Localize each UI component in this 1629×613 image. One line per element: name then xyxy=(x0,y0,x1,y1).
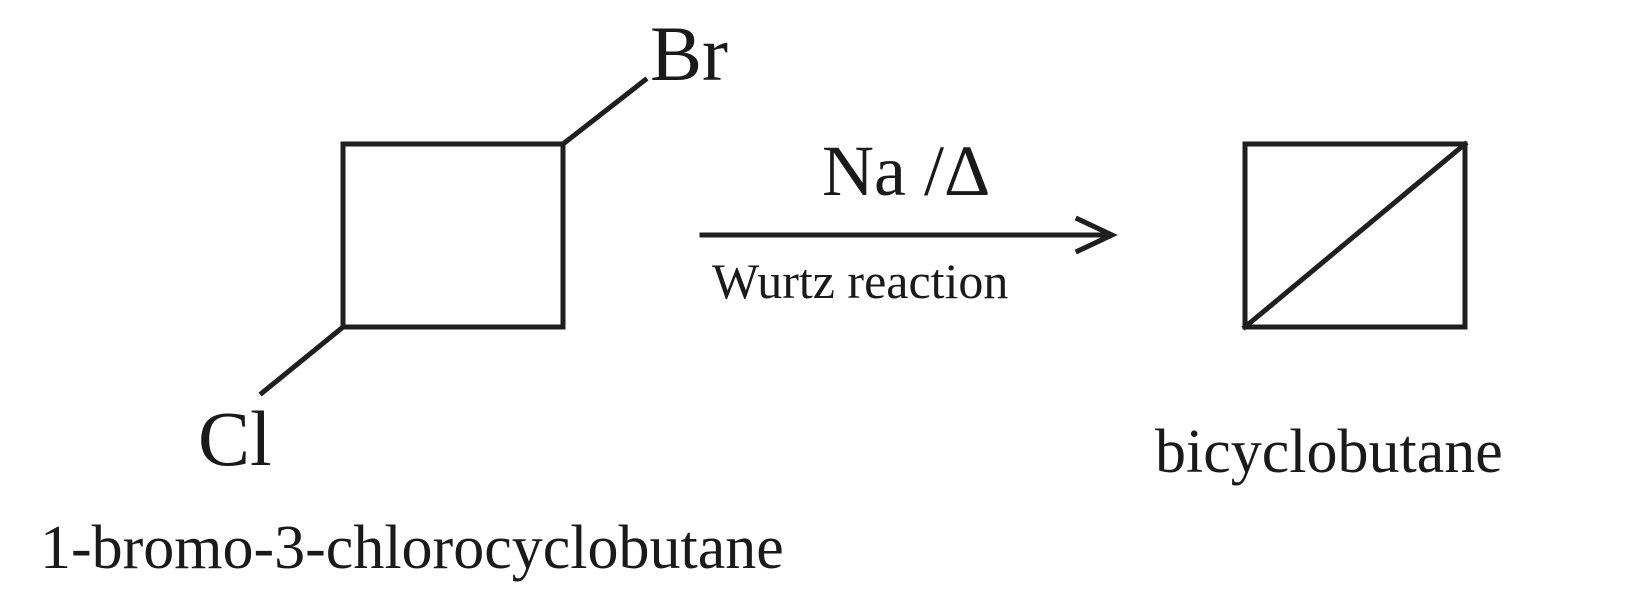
bromine-label: Br xyxy=(650,10,728,97)
chlorine-label: Cl xyxy=(198,395,272,482)
chlorine-bond xyxy=(258,323,347,397)
reaction-arrow xyxy=(699,215,1118,255)
reagent-label: Na /Δ xyxy=(822,131,990,211)
reactant-cyclobutane-ring xyxy=(340,141,566,330)
condition-label: Wurtz reaction xyxy=(712,253,1008,309)
product-name: bicyclobutane xyxy=(1155,418,1503,486)
reactant-name: 1-bromo-3-chlorocyclobutane xyxy=(40,514,784,582)
arrow-head xyxy=(1074,215,1118,255)
reactant-structure xyxy=(258,76,649,397)
bromine-bond xyxy=(559,76,649,148)
product-structure xyxy=(1241,140,1469,331)
product-ring xyxy=(1242,141,1468,330)
product-bridge-bond xyxy=(1241,140,1469,331)
